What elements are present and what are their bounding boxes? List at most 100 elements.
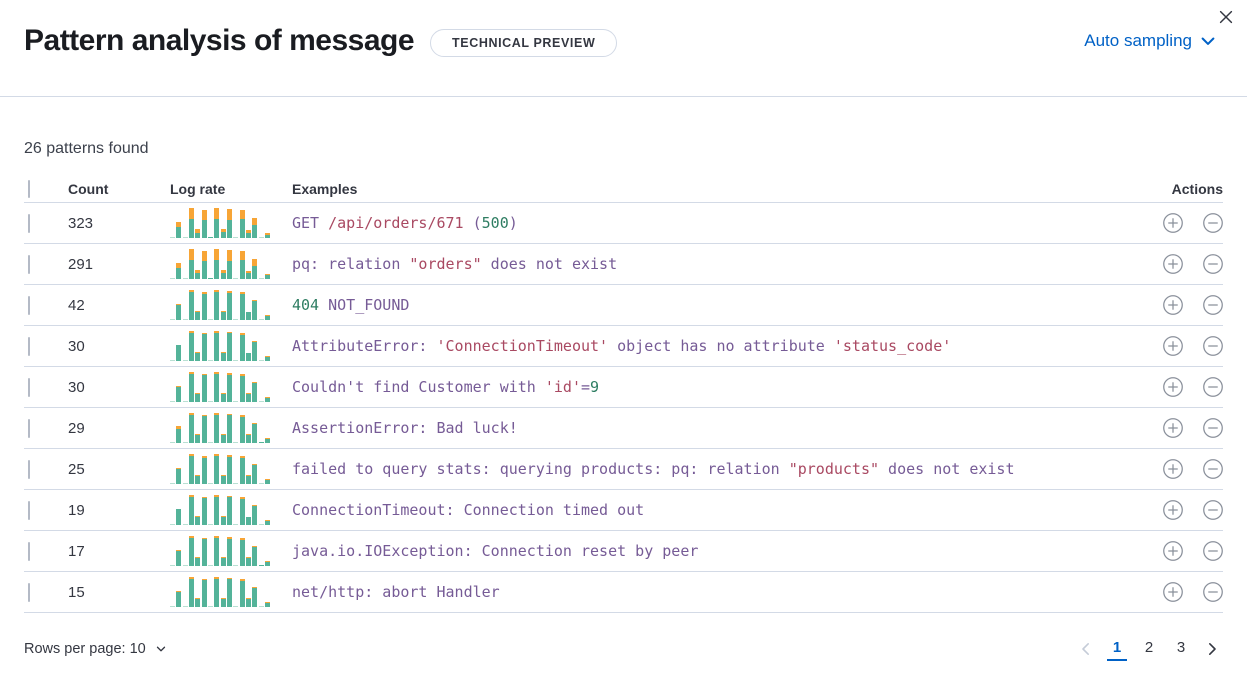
sparkline-bar	[170, 536, 175, 566]
sparkline-bar	[227, 372, 232, 402]
sparkline-bar-teal-segment	[227, 260, 232, 279]
sparkline-bar	[239, 413, 245, 443]
log-rate-cell	[170, 290, 292, 320]
sparkline-bar	[214, 331, 220, 361]
sparkline-bar-orange-segment	[227, 332, 232, 334]
page-number-button[interactable]: 2	[1144, 639, 1154, 656]
select-all-checkbox[interactable]	[28, 179, 30, 198]
page-number-button[interactable]: 1	[1107, 637, 1127, 661]
sparkline-bar	[182, 413, 188, 443]
row-checkbox[interactable]	[28, 500, 30, 520]
log-rate-cell	[170, 372, 292, 402]
sparkline-bar-teal-segment	[170, 482, 175, 484]
page-title: Pattern analysis of message	[24, 24, 415, 57]
row-checkbox[interactable]	[28, 418, 30, 438]
sparkline-bar-orange-segment	[195, 475, 201, 476]
sparkline-bar-teal-segment	[265, 561, 270, 566]
row-checkbox[interactable]	[28, 582, 30, 602]
row-checkbox[interactable]	[28, 541, 30, 561]
sparkline-bar-teal-segment	[195, 598, 201, 607]
filter-out-button[interactable]	[1203, 336, 1223, 356]
sparkline-bar	[239, 208, 245, 238]
sparkline-bar-teal-segment	[176, 345, 182, 361]
sparkline-bar-teal-segment	[265, 234, 270, 238]
next-page-button[interactable]	[1201, 638, 1223, 660]
sparkline-bar	[265, 372, 270, 402]
sparkline-bar-orange-segment	[239, 538, 245, 540]
sparkline-bar-teal-segment	[246, 312, 251, 320]
filter-out-button[interactable]	[1203, 500, 1223, 520]
sparkline-bar-teal-segment	[239, 260, 245, 279]
row-checkbox[interactable]	[28, 295, 30, 315]
sparkline-bar-teal-segment	[176, 386, 182, 402]
row-checkbox[interactable]	[28, 377, 30, 397]
sparkline-bar	[220, 413, 226, 443]
sparkline-bar-teal-segment	[195, 273, 201, 279]
sparkline-bar-orange-segment	[252, 299, 258, 302]
row-checkbox[interactable]	[28, 336, 30, 356]
log-rate-sparkline	[170, 536, 270, 566]
filter-out-button[interactable]	[1203, 254, 1223, 274]
sparkline-bar-teal-segment	[246, 232, 251, 238]
close-button[interactable]	[1213, 4, 1239, 30]
sparkline-bar	[258, 208, 264, 238]
sparkline-bar-orange-segment	[201, 496, 207, 498]
filter-in-button[interactable]	[1163, 582, 1183, 602]
filter-out-button[interactable]	[1203, 213, 1223, 233]
sparkline-bar	[258, 372, 264, 402]
example-token: AssertionError: Bad luck!	[292, 419, 518, 437]
sparkline-bar	[227, 536, 232, 566]
sparkline-bar	[246, 536, 251, 566]
sparkline-bar-teal-segment	[265, 356, 270, 361]
example-text: AttributeError: 'ConnectionTimeout' obje…	[292, 337, 1107, 355]
filter-in-button[interactable]	[1163, 377, 1183, 397]
sampling-menu-button[interactable]: Auto sampling	[1084, 31, 1217, 51]
filter-in-button[interactable]	[1163, 213, 1183, 233]
sparkline-bar	[189, 208, 194, 238]
rows-per-page-button[interactable]: Rows per page: 10	[24, 641, 168, 657]
filter-out-button[interactable]	[1203, 295, 1223, 315]
sparkline-bar	[182, 536, 188, 566]
sparkline-bar-orange-segment	[239, 456, 245, 459]
sparkline-bar-teal-segment	[189, 219, 194, 238]
sparkline-bar-orange-segment	[176, 426, 182, 429]
sparkline-bar	[246, 372, 251, 402]
filter-in-button[interactable]	[1163, 459, 1183, 479]
row-checkbox[interactable]	[28, 213, 30, 233]
actions-cell	[1107, 377, 1223, 397]
page-number-button[interactable]: 3	[1176, 639, 1186, 656]
filter-out-button[interactable]	[1203, 459, 1223, 479]
filter-out-button[interactable]	[1203, 582, 1223, 602]
filter-out-button[interactable]	[1203, 377, 1223, 397]
sparkline-bar-teal-segment	[246, 352, 251, 361]
previous-page-button[interactable]	[1075, 638, 1097, 660]
sparkline-bar-orange-segment	[189, 454, 194, 457]
column-header-log-rate: Log rate	[170, 180, 226, 197]
filter-in-button[interactable]	[1163, 295, 1183, 315]
row-checkbox[interactable]	[28, 459, 30, 479]
filter-in-button[interactable]	[1163, 418, 1183, 438]
sparkline-bar	[176, 331, 182, 361]
sparkline-bar	[220, 536, 226, 566]
sparkline-bar-teal-segment	[170, 318, 175, 320]
sparkline-bar	[214, 454, 220, 484]
sparkline-bar-teal-segment	[182, 400, 188, 402]
sparkline-bar	[239, 372, 245, 402]
sparkline-bar	[208, 577, 213, 607]
actions-cell	[1107, 295, 1223, 315]
sparkline-bar-teal-segment	[258, 277, 264, 279]
sparkline-bar-orange-segment	[176, 590, 182, 593]
filter-in-button[interactable]	[1163, 254, 1183, 274]
sparkline-bar-teal-segment	[220, 393, 226, 402]
filter-in-button[interactable]	[1163, 541, 1183, 561]
sparkline-bar-teal-segment	[208, 564, 213, 566]
filter-out-button[interactable]	[1203, 541, 1223, 561]
filter-in-button[interactable]	[1163, 336, 1183, 356]
filter-out-button[interactable]	[1203, 418, 1223, 438]
example-token: /api/orders/671	[328, 214, 464, 232]
row-checkbox[interactable]	[28, 254, 30, 274]
close-icon	[1217, 8, 1235, 26]
filter-in-button[interactable]	[1163, 500, 1183, 520]
